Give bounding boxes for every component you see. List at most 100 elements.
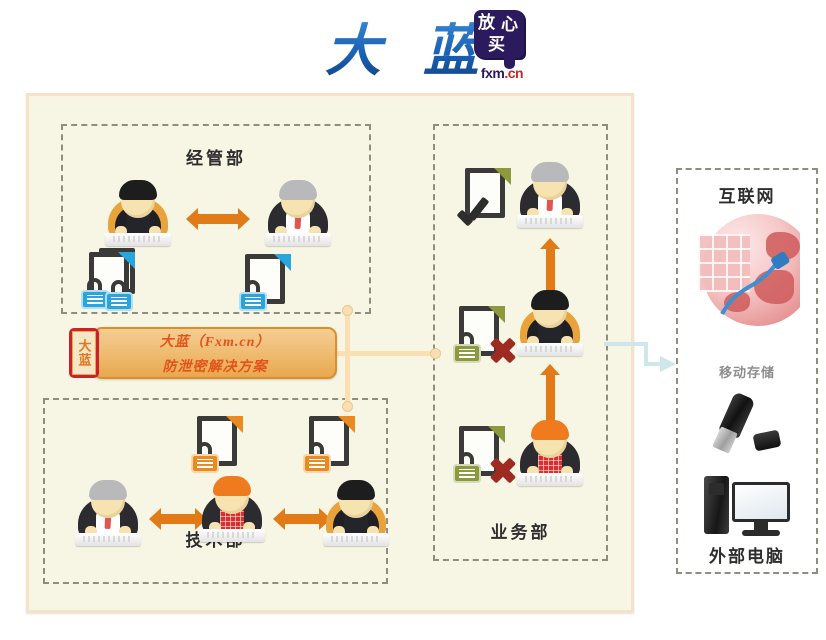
solution-line-1: 大蓝（Fxm.cn） bbox=[159, 335, 271, 350]
avatar-hair bbox=[279, 180, 317, 200]
seal-char-2: 心 bbox=[501, 15, 518, 34]
external-computer-icon bbox=[702, 476, 796, 540]
document-fold-icon bbox=[118, 252, 135, 269]
avatar-engineer-dark-suit bbox=[317, 476, 395, 548]
globe-grid bbox=[698, 234, 750, 292]
avatar-hands bbox=[527, 208, 573, 220]
connector-horizontal bbox=[329, 351, 439, 356]
lock-icon bbox=[453, 332, 481, 363]
avatar-hands bbox=[527, 466, 573, 478]
department-business-label: 业务部 bbox=[490, 523, 551, 542]
lock-icon bbox=[453, 452, 481, 483]
globe-landmass bbox=[724, 292, 750, 312]
solution-badge-text: 大蓝 bbox=[76, 339, 92, 367]
avatar-hair bbox=[119, 180, 157, 200]
pc-stand bbox=[754, 522, 768, 530]
avatar-keyboard bbox=[199, 529, 265, 542]
avatar-sales-red-plaid bbox=[511, 416, 589, 488]
checkmark-icon bbox=[456, 196, 490, 228]
globe-landmass bbox=[754, 270, 794, 304]
department-management[interactable]: 经管部 bbox=[61, 124, 371, 314]
connector-node-top bbox=[342, 305, 353, 316]
avatar-manager-dark-suit bbox=[99, 176, 177, 248]
locked-document-icon bbox=[191, 416, 243, 473]
domain-main: fxm bbox=[480, 65, 505, 81]
usb-drive-icon bbox=[708, 391, 790, 464]
arrow-business-lower bbox=[540, 364, 560, 432]
document-fold-icon bbox=[494, 168, 511, 185]
enterprise-panel: 经管部 bbox=[26, 93, 634, 613]
avatar-hair bbox=[531, 162, 569, 182]
avatar-hands bbox=[209, 522, 255, 534]
avatar-keyboard bbox=[517, 215, 583, 228]
connector-node-bottom bbox=[342, 401, 353, 412]
lock-icon-secondary bbox=[105, 280, 133, 311]
avatar-hair bbox=[531, 420, 569, 440]
internet-label: 互联网 bbox=[718, 187, 776, 206]
internet-globe-icon bbox=[696, 208, 800, 330]
avatar-keyboard bbox=[517, 473, 583, 486]
external-panel: 互联网 移动存储 外部电脑 bbox=[676, 168, 818, 574]
department-tech[interactable]: 技术部 bbox=[43, 398, 389, 584]
avatar-manager-gray-hair bbox=[259, 176, 337, 248]
avatar-sales-gray-hair bbox=[511, 158, 589, 230]
seal-char-3: 买 bbox=[488, 35, 505, 54]
avatar-hands bbox=[527, 336, 573, 348]
solution-callout[interactable]: 大蓝（Fxm.cn） 防泄密解决方案 大蓝 bbox=[69, 327, 337, 379]
avatar-hands bbox=[333, 526, 379, 538]
department-management-label: 经管部 bbox=[186, 149, 246, 168]
avatar-hands bbox=[275, 226, 321, 238]
arrow-management-pair bbox=[186, 208, 250, 230]
document-fold-icon bbox=[338, 416, 355, 433]
seal-tail bbox=[504, 56, 515, 69]
external-computer-label: 外部电脑 bbox=[709, 547, 785, 566]
external-link-arrow-icon bbox=[604, 342, 676, 372]
solution-text-box: 大蓝（Fxm.cn） 防泄密解决方案 bbox=[93, 327, 337, 379]
document-fold-icon bbox=[226, 416, 243, 433]
pc-monitor bbox=[732, 482, 790, 522]
stacked-locked-documents-icon bbox=[81, 248, 135, 311]
pc-base bbox=[742, 530, 780, 536]
avatar-keyboard bbox=[323, 533, 389, 546]
avatar-keyboard bbox=[517, 343, 583, 356]
avatar-keyboard bbox=[75, 533, 141, 546]
avatar-keyboard bbox=[265, 233, 331, 246]
pc-tower bbox=[704, 476, 729, 534]
avatar-keyboard bbox=[105, 233, 171, 246]
solution-badge: 大蓝 bbox=[69, 328, 99, 378]
approved-document-icon bbox=[456, 168, 511, 227]
blocked-document-icon bbox=[453, 426, 517, 484]
lock-icon bbox=[81, 278, 109, 309]
department-business[interactable]: 业务部 bbox=[433, 124, 608, 561]
avatar-engineer-gray-hair bbox=[69, 476, 147, 548]
seal-char-1: 放 bbox=[478, 13, 495, 32]
locked-document-icon bbox=[303, 416, 355, 473]
avatar-hair bbox=[213, 476, 251, 496]
lock-icon bbox=[303, 442, 331, 473]
brand-logo: 放 心 买 fxm.cn bbox=[474, 10, 530, 82]
title-bar: 大 蓝 放 心 买 fxm.cn bbox=[0, 0, 826, 92]
solution-line-2: 防泄密解决方案 bbox=[162, 360, 268, 375]
page-title: 大 蓝 bbox=[325, 6, 493, 87]
avatar-sales-dark-suit bbox=[511, 286, 589, 358]
arrow-tech-left bbox=[149, 508, 207, 530]
blocked-document-icon bbox=[453, 306, 517, 364]
document-fold-icon bbox=[488, 426, 505, 443]
connector-node-right bbox=[430, 348, 441, 359]
avatar-hair bbox=[337, 480, 375, 500]
usb-cap bbox=[752, 429, 782, 452]
mobile-storage-label: 移动存储 bbox=[718, 365, 775, 380]
arrow-tech-right bbox=[273, 508, 331, 530]
connector-vertical bbox=[345, 308, 350, 408]
avatar-hands bbox=[115, 226, 161, 238]
lock-icon bbox=[239, 280, 267, 311]
domain-suffix: .cn bbox=[504, 65, 524, 81]
lock-icon bbox=[191, 442, 219, 473]
avatar-hands bbox=[85, 526, 131, 538]
avatar-hair bbox=[531, 290, 569, 310]
avatar-hair bbox=[89, 480, 127, 500]
network-cable-icon bbox=[720, 251, 790, 315]
document-fold-icon bbox=[488, 306, 505, 323]
document-fold-icon bbox=[274, 254, 291, 271]
locked-document-icon bbox=[239, 254, 291, 311]
